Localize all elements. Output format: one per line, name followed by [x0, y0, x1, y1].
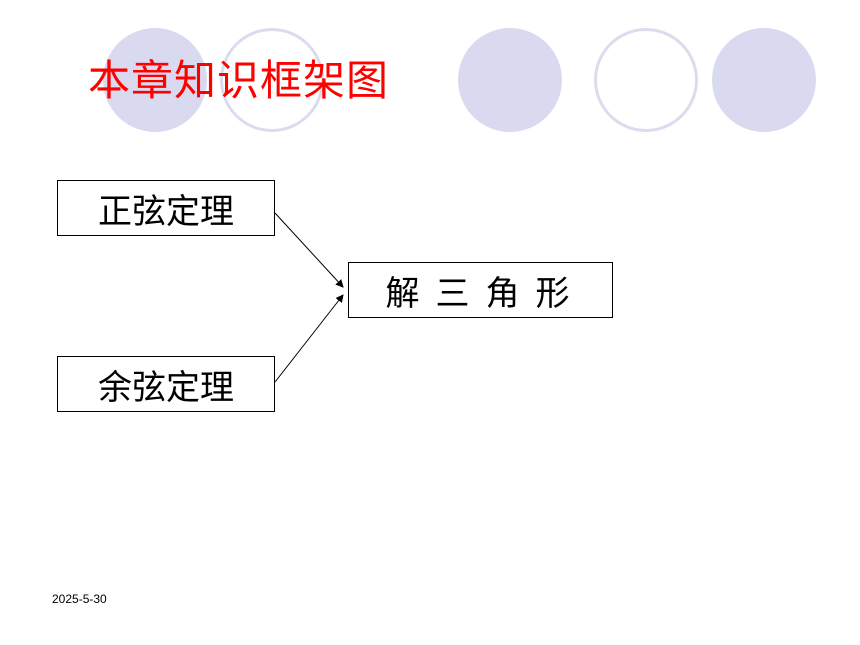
slide-title: 本章知识框架图 [88, 56, 390, 105]
decor-circle-3 [458, 28, 562, 132]
edge-sine-to-solve [274, 212, 344, 288]
node-cosine-law-label: 余弦定理 [98, 367, 234, 408]
decor-circle-4 [594, 28, 698, 132]
decor-circle-1 [103, 28, 207, 132]
node-sine-law: 正弦定理 [57, 180, 275, 236]
node-cosine-law: 余弦定理 [57, 356, 275, 412]
edge-cosine-to-solve [274, 294, 344, 383]
decor-circle-5 [712, 28, 816, 132]
node-solve-triangle: 解三角形 [348, 262, 613, 318]
decor-circle-2 [220, 28, 324, 132]
node-solve-triangle-label: 解三角形 [385, 273, 586, 314]
slide-date: 2025-5-30 [52, 592, 107, 606]
node-sine-law-label: 正弦定理 [98, 191, 234, 232]
